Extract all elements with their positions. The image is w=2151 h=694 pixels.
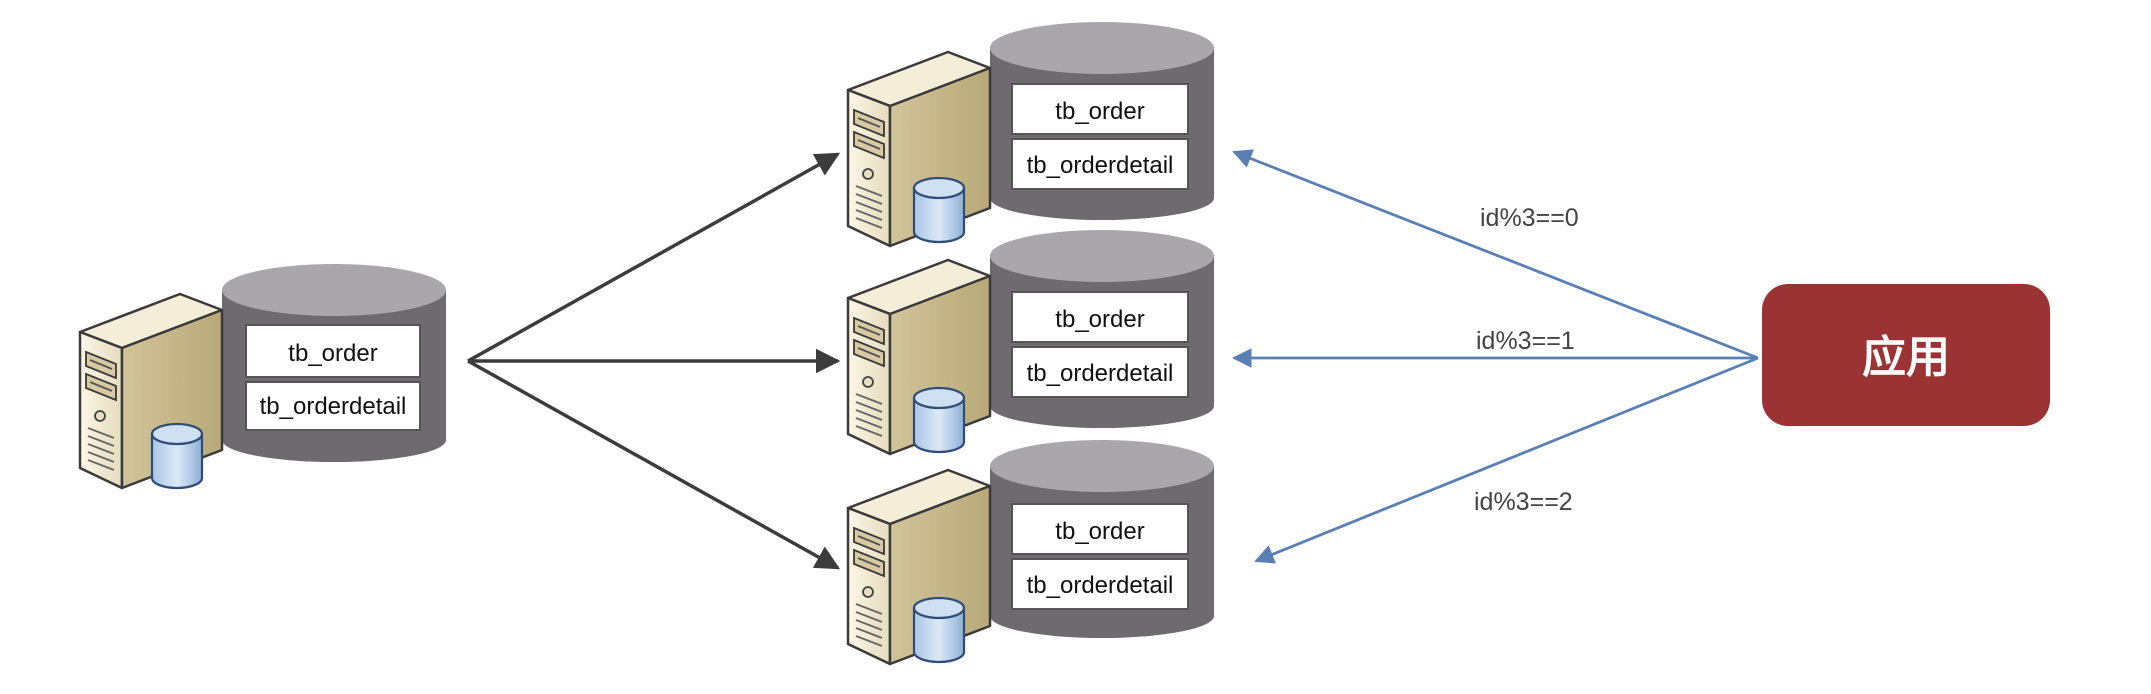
app-box[interactable]	[1762, 284, 2050, 426]
database-icon	[912, 386, 966, 454]
app-label: 应用	[1862, 332, 1950, 383]
route-arrow-0	[1232, 149, 1759, 360]
split-arrow-0	[467, 152, 841, 363]
table-name-orderdetail: tb_orderdetail	[260, 393, 407, 420]
shard-node-1: tb_order tb_orderdetail	[846, 230, 1214, 456]
table-name-orderdetail: tb_orderdetail	[1027, 360, 1174, 387]
table-card-stack: tb_order tb_orderdetail	[245, 324, 421, 431]
database-icon	[912, 176, 966, 244]
table-name-order: tb_order	[1055, 98, 1144, 125]
route-label-2: id%3==2	[1474, 488, 1573, 516]
route-label-1: id%3==1	[1476, 327, 1575, 355]
database-icon	[912, 596, 966, 664]
table-name-order: tb_order	[1055, 306, 1144, 333]
table-name-orderdetail: tb_orderdetail	[1027, 152, 1174, 179]
table-name-order: tb_order	[288, 340, 377, 367]
table-name-orderdetail: tb_orderdetail	[1027, 572, 1174, 599]
table-name-order: tb_order	[1055, 518, 1144, 545]
split-arrows	[467, 152, 841, 570]
route-label-0: id%3==0	[1480, 204, 1579, 232]
route-arrow-2	[1254, 356, 1759, 564]
table-card-stack: tb_order tb_orderdetail	[1011, 291, 1189, 398]
split-arrow-2	[467, 359, 841, 570]
table-card-stack: tb_order tb_orderdetail	[1011, 83, 1189, 190]
database-icon	[150, 422, 204, 490]
route-arrows	[1232, 149, 1759, 564]
app-node[interactable]: 应用	[1762, 284, 2050, 426]
source-db-node: tb_order tb_orderdetail	[78, 264, 446, 490]
table-card-stack: tb_order tb_orderdetail	[1011, 503, 1189, 610]
shard-node-0: tb_order tb_orderdetail	[846, 22, 1214, 248]
shard-node-2: tb_order tb_orderdetail	[846, 440, 1214, 666]
